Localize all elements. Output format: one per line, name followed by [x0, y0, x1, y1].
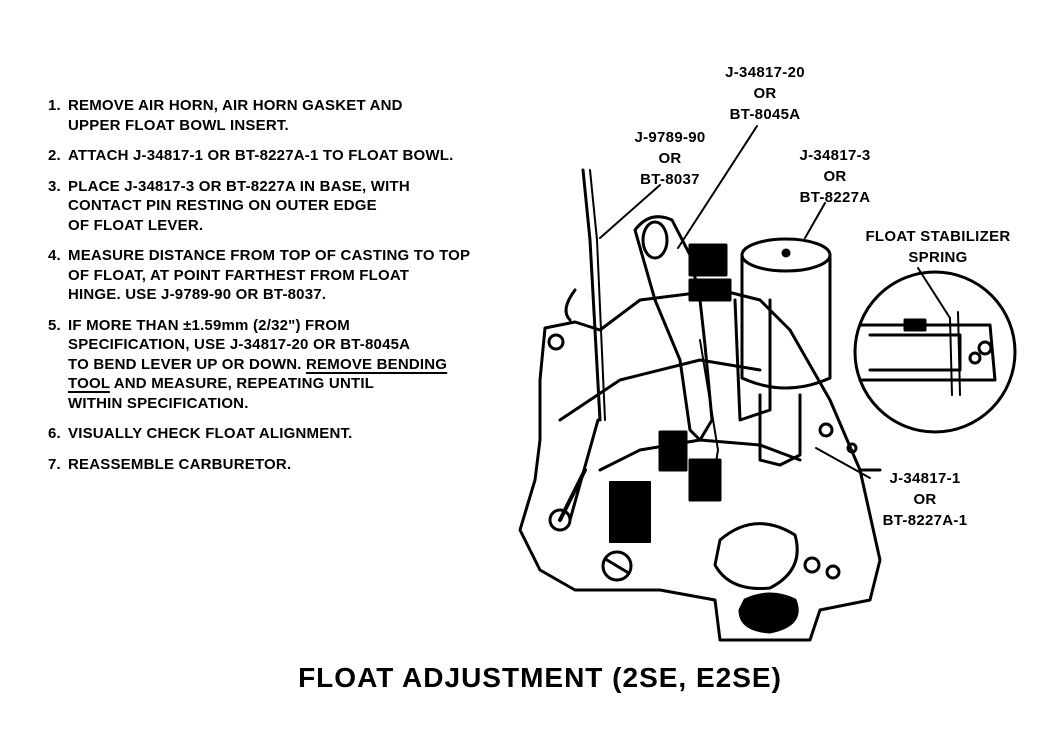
step-text: CONTACT PIN RESTING ON OUTER EDGE — [68, 197, 377, 214]
step-text: OF FLOAT LEVER. — [68, 216, 204, 234]
step-5: 5. IF MORE THAN ±1.59mm (2/32") FROM SPE… — [48, 316, 548, 414]
step-text-line: TO BEND LEVER UP OR DOWN. REMOVE BENDING — [68, 355, 548, 375]
step-7: 7. REASSEMBLE CARBURETOR. — [48, 455, 548, 475]
callout-text: BT-8227A — [799, 189, 871, 206]
step-6: 6. VISUALLY CHECK FLOAT ALIGNMENT. — [48, 424, 548, 444]
callout-stabilizer: FLOAT STABILIZER SPRING — [838, 226, 1038, 268]
gauge-rod — [568, 168, 606, 522]
instruction-list: 1. REMOVE AIR HORN, AIR HORN GASKET AND … — [48, 96, 548, 485]
step-text-underlined: TOOL — [68, 375, 110, 392]
callout-text: J-34817-20 — [725, 64, 805, 81]
callout-text: BT-8045A — [729, 106, 801, 123]
step-text: VISUALLY CHECK FLOAT ALIGNMENT. — [68, 425, 353, 442]
step-text: MEASURE DISTANCE FROM TOP OF CASTING TO … — [68, 247, 471, 264]
leader-lines — [599, 125, 951, 479]
callout-bending-tool: J-34817-20 OR BT-8045A — [715, 62, 815, 125]
step-text: UPPER FLOAT BOWL INSERT. — [68, 116, 289, 134]
callout-text: OR — [823, 168, 847, 185]
callout-text: J-34817-1 — [889, 470, 961, 487]
callout-float-tool: J-34817-3 OR BT-8227A — [785, 145, 885, 208]
step-number: 4. — [48, 247, 61, 264]
bending-tool — [633, 215, 732, 501]
step-text: AND MEASURE, REPEATING UNTIL — [113, 375, 375, 392]
step-2: 2. ATTACH J-34817-1 OR BT-8227A-1 TO FLO… — [48, 146, 548, 166]
callout-text: OR — [658, 150, 682, 167]
step-1: 1. REMOVE AIR HORN, AIR HORN GASKET AND … — [48, 96, 548, 135]
step-text-line: TOOL AND MEASURE, REPEATING UNTIL — [68, 374, 548, 394]
callout-base-tool: J-34817-1 OR BT-8227A-1 — [865, 468, 985, 531]
step-number: 7. — [48, 455, 61, 473]
step-number: 3. — [48, 177, 61, 195]
callout-text: OR — [913, 491, 937, 508]
step-text: SPECIFICATION, USE J-34817-20 OR BT-8045… — [68, 336, 411, 353]
callout-text: J-34817-3 — [799, 147, 871, 164]
float-tool-cylinder — [740, 237, 832, 467]
step-text: OF FLOAT, AT POINT FARTHEST FROM FLOAT — [68, 266, 410, 284]
step-number: 5. — [48, 316, 61, 334]
step-text: PLACE J-34817-3 OR BT-8227A IN BASE, WIT… — [68, 177, 410, 195]
callout-text: SPRING — [908, 249, 968, 266]
callout-text: FLOAT STABILIZER — [865, 228, 1011, 245]
callout-text: BT-8037 — [640, 171, 700, 188]
step-4: 4. MEASURE DISTANCE FROM TOP OF CASTING … — [48, 246, 548, 305]
step-number: 2. — [48, 147, 61, 164]
callout-text: BT-8227A-1 — [882, 512, 968, 529]
callout-text: OR — [753, 85, 777, 102]
step-text: IF MORE THAN ±1.59mm (2/32") FROM — [68, 316, 350, 334]
step-number: 1. — [48, 97, 61, 114]
step-text: WITHIN SPECIFICATION. — [68, 394, 249, 412]
callout-gauge: J-9789-90 OR BT-8037 — [620, 127, 720, 190]
detail-inset — [853, 270, 1017, 434]
step-number: 6. — [48, 425, 61, 442]
step-text: TO BEND LEVER UP OR DOWN. — [68, 355, 302, 373]
figure-title: FLOAT ADJUSTMENT (2SE, E2SE) — [298, 662, 782, 693]
callout-text: J-9789-90 — [634, 129, 706, 146]
step-text: HINGE. USE J-9789-90 OR BT-8037. — [68, 286, 327, 303]
step-text: REMOVE AIR HORN, AIR HORN GASKET AND — [68, 97, 403, 114]
step-text: REASSEMBLE CARBURETOR. — [68, 455, 292, 473]
step-text: ATTACH J-34817-1 OR BT-8227A-1 TO FLOAT … — [68, 147, 454, 164]
step-text-underlined: REMOVE BENDING — [306, 355, 448, 373]
step-3: 3. PLACE J-34817-3 OR BT-8227A IN BASE, … — [48, 177, 548, 236]
